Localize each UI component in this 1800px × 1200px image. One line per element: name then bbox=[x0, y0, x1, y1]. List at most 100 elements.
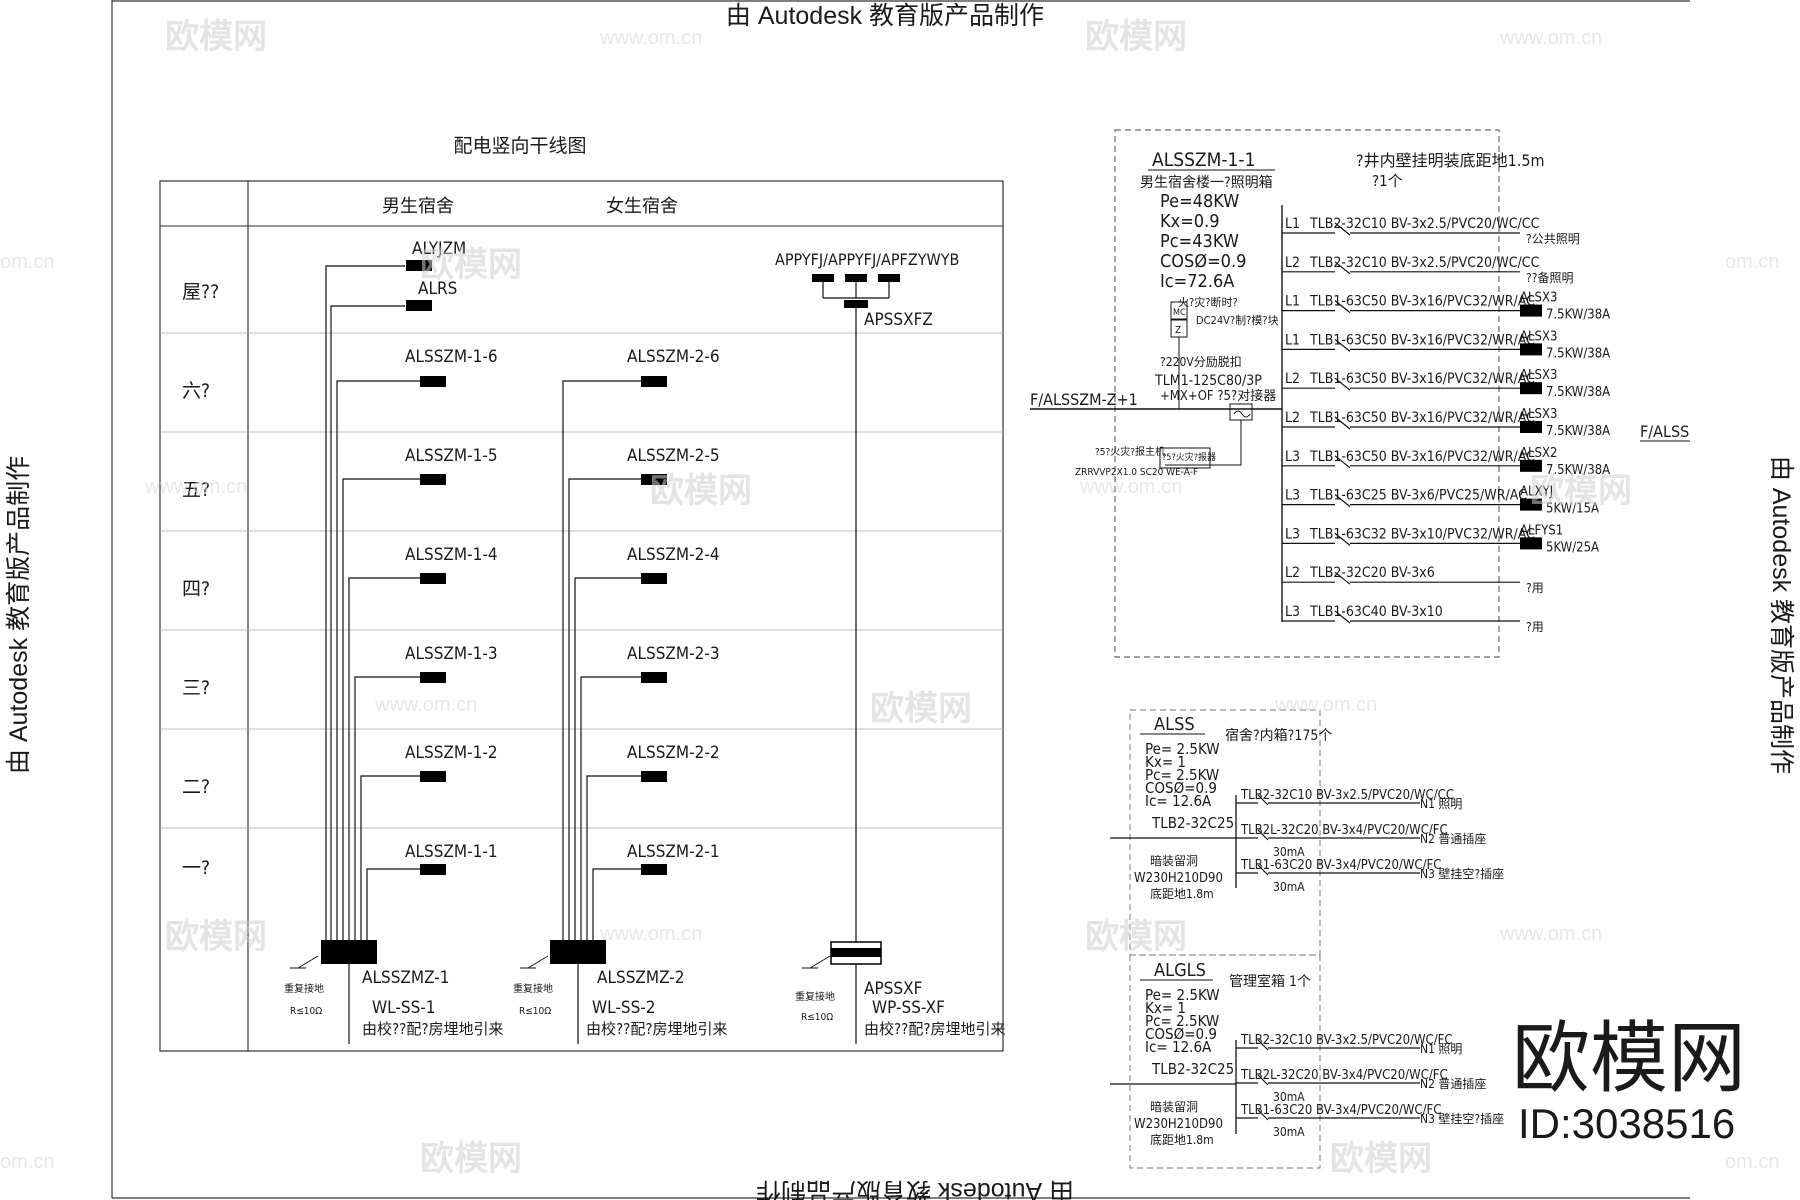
load-rating: 7.5KW/38A bbox=[1546, 424, 1610, 439]
panel-alss: ALSS 宿舍?内箱?175个 Pe= 2.5KW Kx= 1 Pc= 2.5K… bbox=[1110, 709, 1504, 956]
main-label-3: APSSXF bbox=[864, 979, 922, 999]
circuit-spec: TLB2L-32C20 BV-3x4/PVC20/WC/FC bbox=[1240, 1068, 1448, 1083]
column-header-male: 男生宿舍 bbox=[382, 196, 454, 217]
panel3-name: ALGLS bbox=[1154, 960, 1206, 981]
box-male-1 bbox=[420, 864, 446, 875]
om-logo-text: 欧模网 bbox=[1512, 1014, 1746, 1102]
panel3-mount-a: 暗装留洞 bbox=[1150, 1099, 1198, 1114]
circuit-phase: L1 bbox=[1285, 294, 1300, 310]
circuit-phase: L1 bbox=[1285, 332, 1300, 348]
roof-fan-wiring bbox=[822, 282, 890, 942]
circuit-phase: L2 bbox=[1285, 410, 1300, 426]
column-header-female: 女生宿舍 bbox=[606, 196, 678, 217]
ground-note-1a: 重复接地 bbox=[284, 982, 324, 995]
label-alyjzm: ALYJZM bbox=[412, 239, 466, 259]
panel2-name: ALSS bbox=[1154, 714, 1195, 735]
load-box bbox=[1520, 304, 1542, 317]
panel3-dashed-border bbox=[1129, 954, 1321, 1169]
box-male-6 bbox=[420, 376, 446, 387]
box-alrs bbox=[406, 300, 432, 311]
panel2-mount-c: 底距地1.8m bbox=[1150, 886, 1214, 901]
box-apfzywyb bbox=[878, 274, 900, 282]
load-box bbox=[1520, 498, 1542, 511]
circuit-label: N2 普通插座 bbox=[1420, 1076, 1486, 1091]
circuit-spec: TLB1-63C50 BV-3x16/PVC32/WR/AC bbox=[1309, 371, 1535, 387]
rcd-rating: 30mA bbox=[1273, 845, 1305, 859]
box-female-3 bbox=[641, 672, 667, 683]
label-male-3: ALSSZM-1-3 bbox=[405, 644, 498, 664]
load-tag: ALSX3 bbox=[1520, 291, 1557, 306]
circuit-phase: L3 bbox=[1285, 488, 1300, 504]
load-rating: 5KW/25A bbox=[1546, 540, 1599, 555]
floor-label-5: 五? bbox=[182, 479, 210, 501]
panel3-mount-b: W230H210D90 bbox=[1134, 1117, 1223, 1132]
load-box bbox=[1520, 421, 1542, 433]
panel2-mounting: 暗装留洞 W230H210D90 底距地1.8m bbox=[1134, 853, 1223, 901]
floor-label-3: 三? bbox=[182, 677, 210, 699]
label-male-4: ALSSZM-1-4 bbox=[405, 545, 498, 565]
panel2-mount-a: 暗装留洞 bbox=[1150, 853, 1198, 868]
circuit-spec: TLB1-63C50 BV-3x16/PVC32/WR/AC bbox=[1309, 410, 1535, 426]
watermark-brand: 欧模网 bbox=[165, 918, 267, 956]
panel3-load-params: Pe= 2.5KW Kx= 1 Pc= 2.5KW COSØ=0.9 Ic= 1… bbox=[1145, 986, 1234, 1078]
panel2-kx: Kx= 1 bbox=[1145, 753, 1186, 771]
panel1-incoming-ref: F/ALSSZM-Z+1 bbox=[1030, 390, 1138, 409]
riser-table-border bbox=[159, 180, 1004, 1052]
panel3-pe: Pe= 2.5KW bbox=[1145, 986, 1220, 1004]
label-male-5: ALSSZM-1-5 bbox=[405, 446, 498, 466]
panel1-note2: ?1个 bbox=[1372, 172, 1403, 190]
panel1-kx: Kx=0.9 bbox=[1160, 211, 1220, 232]
circuit-spec: TLB1-63C32 BV-3x10/PVC32/WR/AC bbox=[1309, 526, 1535, 542]
watermark-url: om.cn bbox=[0, 251, 54, 273]
circuit-label: N3 壁挂空?插座 bbox=[1420, 1111, 1504, 1126]
floor-label-2: 二? bbox=[182, 776, 210, 798]
box-appyfj-1 bbox=[812, 274, 834, 282]
source-label-3: 由校??配?房埋地引来 bbox=[864, 1020, 1006, 1038]
watermark-url: www.om.cn bbox=[1079, 476, 1182, 498]
panel-alsszm-1-1: ALSSZM-1-1 ?井内壁挂明装底距地1.5m ?1个 男生宿舍楼一?照明箱… bbox=[1030, 129, 1690, 658]
ground-note-2b: R≤10Ω bbox=[519, 1006, 551, 1017]
circuit-label: N2 普通插座 bbox=[1420, 831, 1486, 846]
watermark-url: www.om.cn bbox=[374, 694, 477, 716]
label-apssxfz: APSSXFZ bbox=[864, 310, 933, 330]
panel1-pc: Pc=43KW bbox=[1160, 231, 1239, 252]
main-label-2: ALSSZMZ-2 bbox=[597, 968, 685, 988]
panel1-right-ref: F/ALSS bbox=[1640, 422, 1689, 441]
roof-fan-boxes bbox=[812, 274, 900, 308]
box-female-4 bbox=[641, 573, 667, 584]
male-box-labels: ALYJZM ALRS ALSSZM-1-6 ALSSZM-1-5 ALSSZM… bbox=[405, 239, 498, 862]
load-box bbox=[1520, 537, 1542, 550]
panel3-mount-c: 底距地1.8m bbox=[1150, 1132, 1214, 1147]
load-box bbox=[1520, 459, 1542, 472]
load-rating: 5KW/15A bbox=[1546, 502, 1599, 517]
source-label-1: 由校??配?房埋地引来 bbox=[362, 1020, 504, 1038]
panel2-mount-b: W230H210D90 bbox=[1134, 871, 1223, 886]
circuit-spec: TLB2-32C10 BV-3x2.5/PVC20/WC/CC bbox=[1309, 255, 1540, 271]
box-male-5 bbox=[420, 474, 446, 485]
load-name: ??备照明 bbox=[1526, 271, 1573, 285]
circuit-label: N1 照明 bbox=[1420, 797, 1462, 811]
rcd-rating: 30mA bbox=[1273, 880, 1305, 894]
circuit-spec: TLB2-32C10 BV-3x2.5/PVC20/WC/FC bbox=[1240, 1033, 1453, 1048]
label-female-2: ALSSZM-2-2 bbox=[627, 743, 720, 763]
panel1-ic: Ic=72.6A bbox=[1160, 271, 1234, 292]
load-rating: 7.5KW/38A bbox=[1546, 385, 1610, 400]
load-rating: 7.5KW/38A bbox=[1546, 308, 1610, 323]
label-roof-pair: APPYFJ/APPYFJ/APFZYWYB bbox=[775, 250, 959, 269]
panel1-dashed-border bbox=[1114, 129, 1500, 658]
circuit-spec: TLB2L-32C20 BV-3x4/PVC20/WC/FC bbox=[1240, 823, 1448, 838]
panel2-pe: Pe= 2.5KW bbox=[1145, 740, 1220, 758]
ground-note-2a: 重复接地 bbox=[513, 982, 553, 995]
label-female-1: ALSSZM-2-1 bbox=[627, 842, 720, 862]
female-box-labels: ALSSZM-2-6 ALSSZM-2-5 ALSSZM-2-4 ALSSZM-… bbox=[627, 347, 720, 862]
load-box bbox=[1520, 382, 1542, 395]
panel2-pc: Pc= 2.5KW bbox=[1145, 766, 1219, 784]
panel1-note-dc: DC24V?制?模?块 bbox=[1196, 314, 1279, 327]
watermark-url: www.om.cn bbox=[1499, 923, 1602, 945]
